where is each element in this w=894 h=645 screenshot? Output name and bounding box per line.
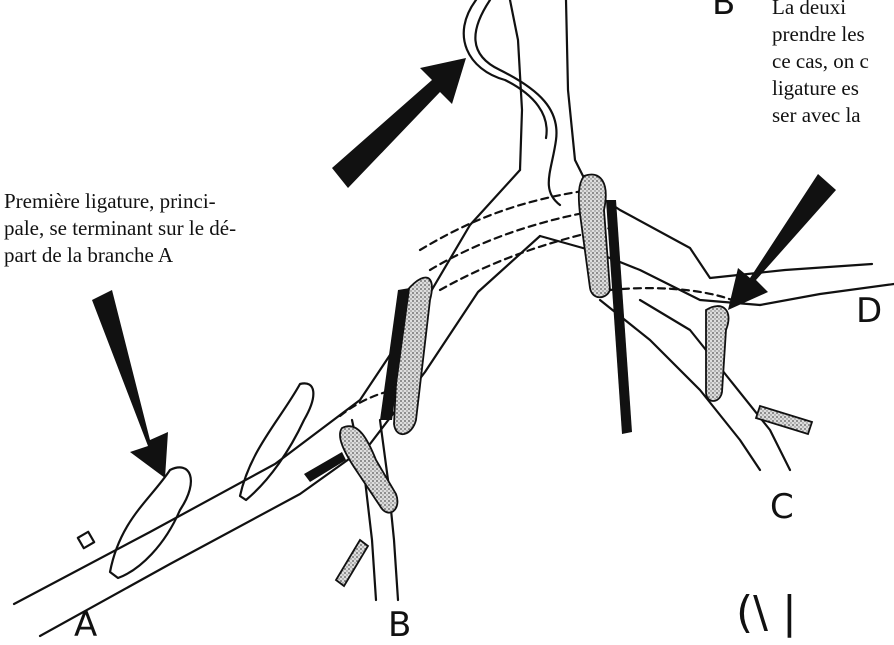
branch-label-c: C [770,490,794,524]
second-ligature-caption: La deuxi prendre les ce cas, on c ligatu… [772,0,894,129]
right-branch-top [540,236,760,305]
arrow-to-branch-a [92,290,168,478]
caption-line: pale, se terminant sur le dé- [4,215,364,242]
branch-label-b: B [388,608,411,642]
stipple-band-c [706,306,729,401]
first-ligature-caption: Première ligature, princi- pale, se term… [4,188,364,269]
stipple-band-center [579,174,610,297]
ligature-spiral-a-1 [110,467,191,578]
hidden-ligature-2 [430,210,600,270]
caption-line: ce cas, on c [772,48,894,75]
upper-ribbon-back [464,0,547,138]
bar-stub-b [304,452,346,482]
caption-line: ser avec la [772,102,894,129]
caption-line: part de la branche A [4,242,364,269]
top-fragment-label: B [712,0,735,20]
branch-label-d: D [856,294,882,328]
upper-ribbon [475,0,560,205]
right-branch-mid [590,190,872,278]
ligature-spiral-a-2 [240,383,313,500]
branch-label-a: A [74,608,97,642]
bar-center [606,200,632,434]
stipple-stub-b [336,540,368,586]
marker-square [78,532,94,548]
upper-branch-right [566,0,590,190]
caption-line: ligature es [772,75,894,102]
caption-line: Première ligature, princi- [4,188,364,215]
caption-line: prendre les [772,21,894,48]
caption-line: La deuxi [772,0,894,21]
arrow-to-fork-top [332,58,466,188]
hidden-ligature-1 [420,190,590,250]
stipple-band-b [340,426,397,512]
bottom-fragment-label: (\ | [736,596,797,630]
hidden-ligature-4 [610,288,732,300]
arrow-to-branch-d [728,174,836,310]
stipple-stub-c [756,406,812,434]
